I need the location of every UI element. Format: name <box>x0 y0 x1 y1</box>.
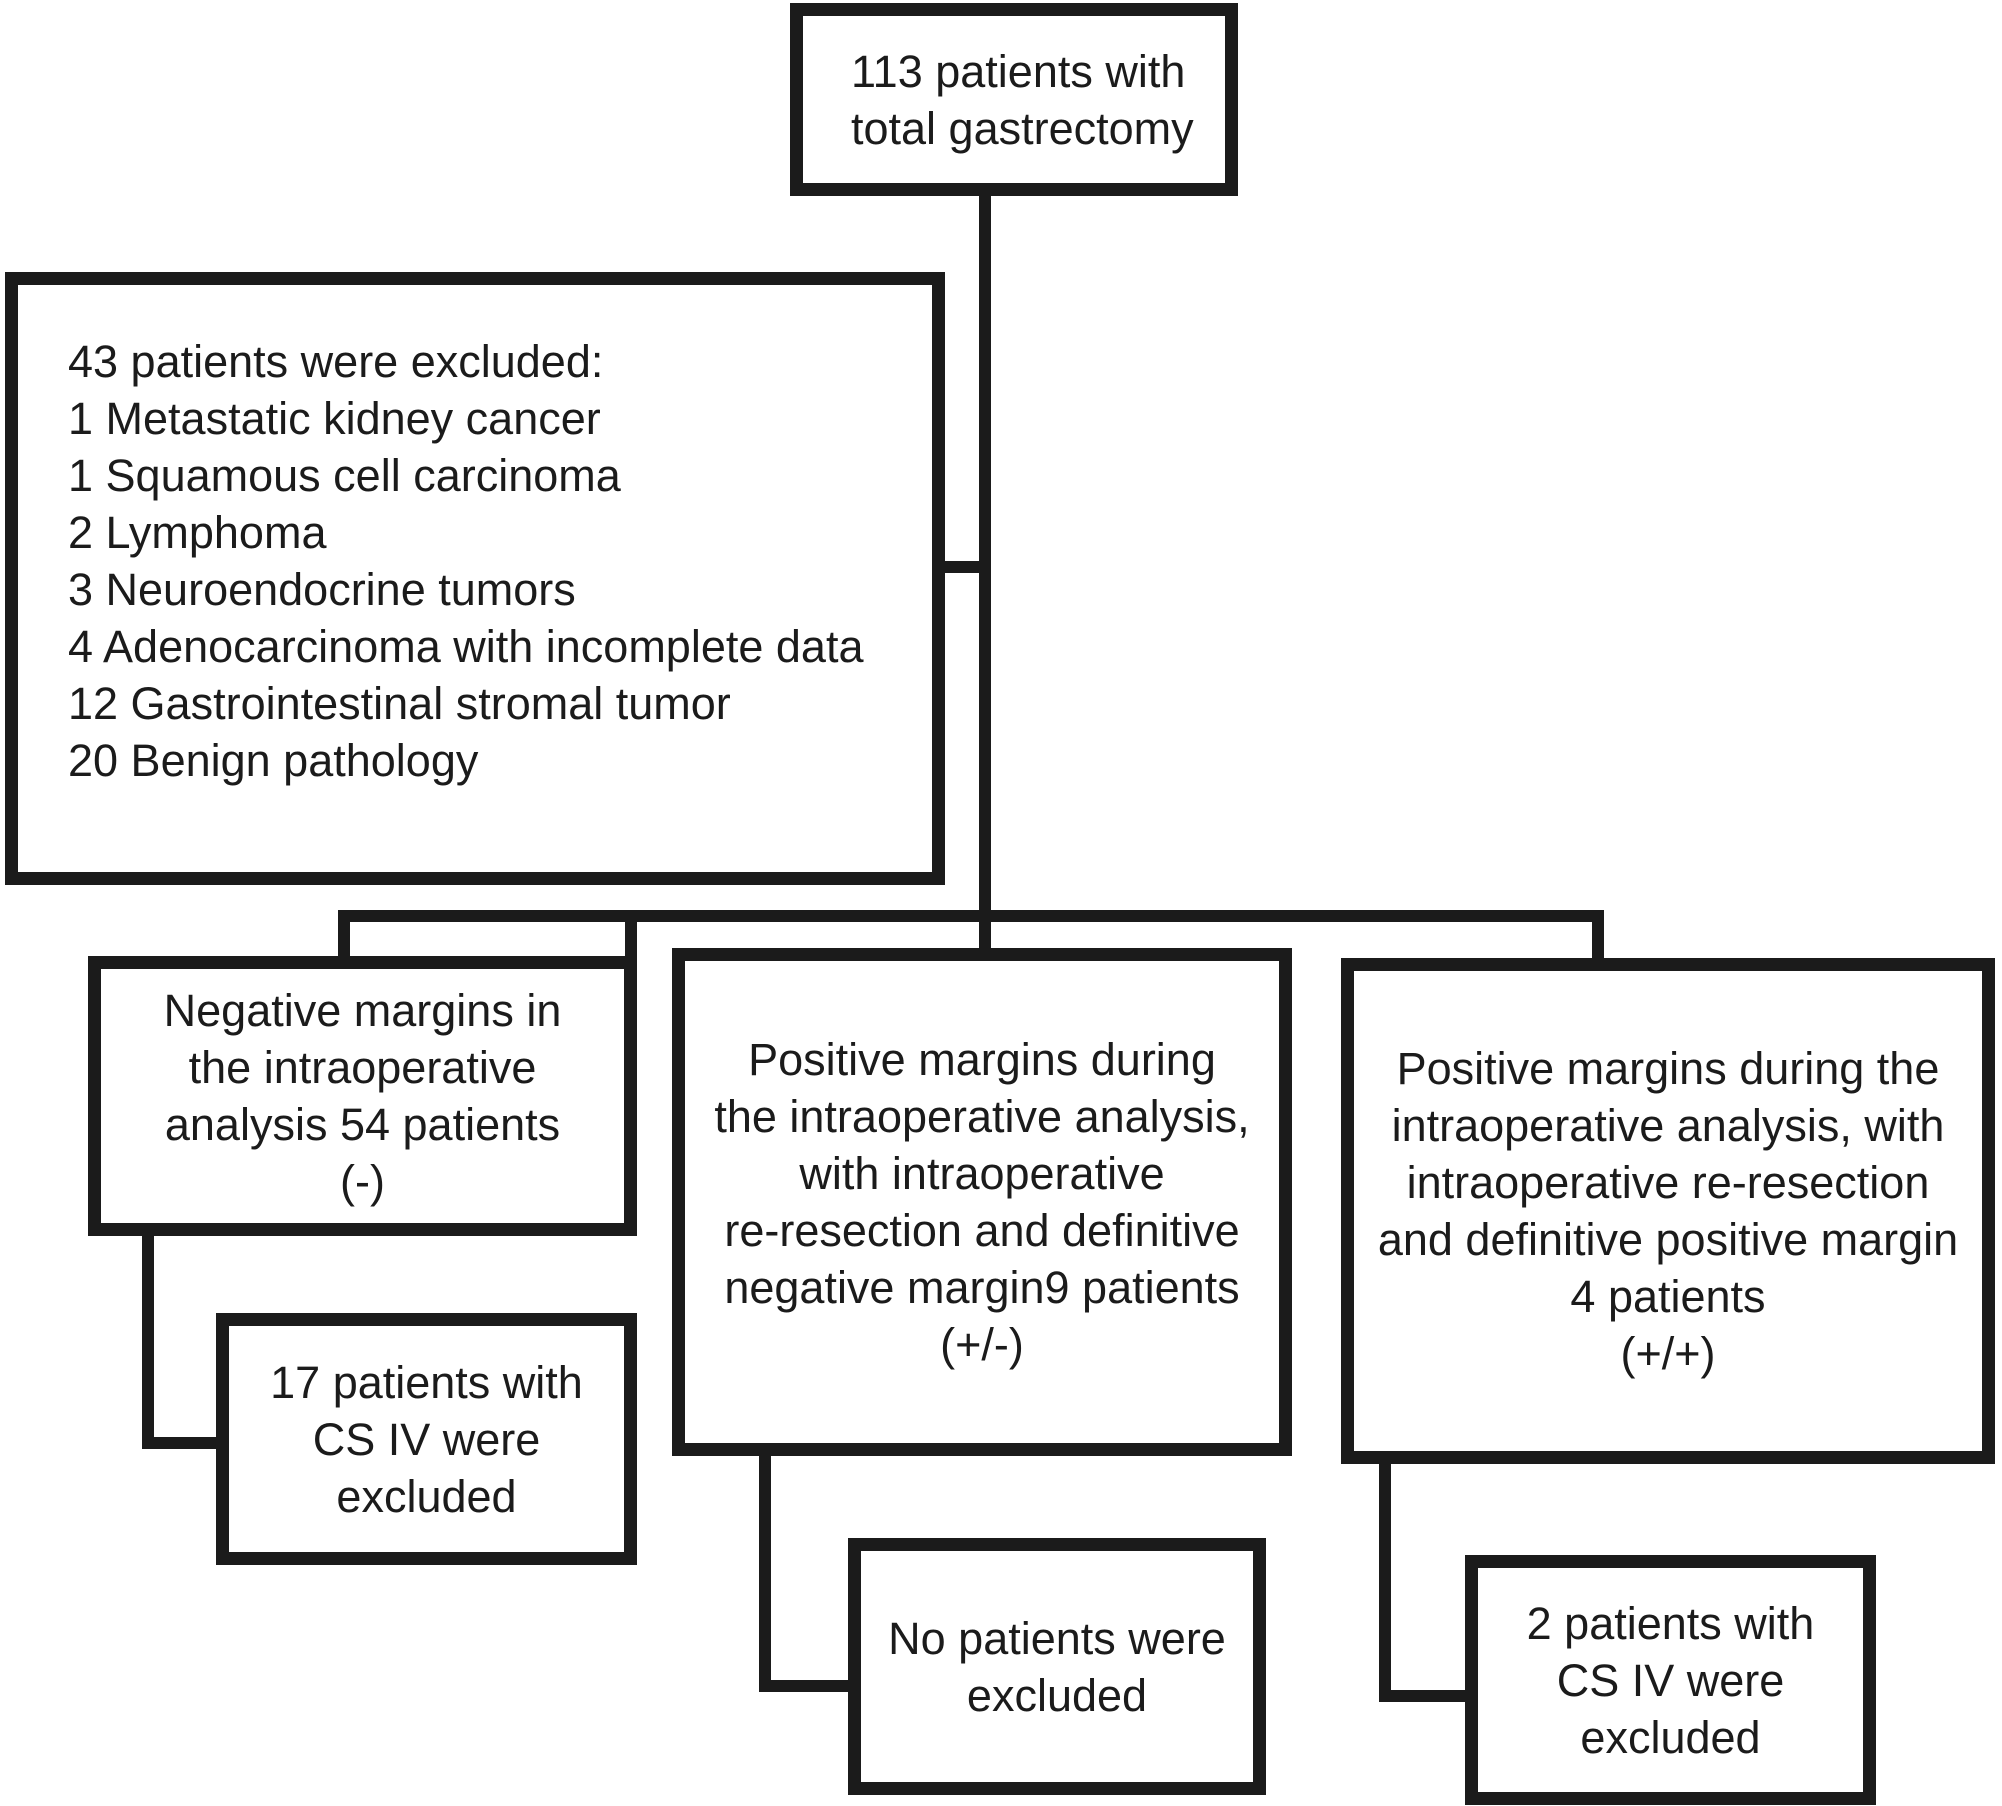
connector-right-sub-horizontal <box>1379 1690 1478 1702</box>
node-total-gastrectomy: 113 patients with total gastrectomy <box>790 3 1238 196</box>
connector-stub-left-inner <box>625 910 637 962</box>
connector-middle-sub-vertical <box>759 1446 771 1692</box>
connector-middle-sub-horizontal <box>759 1680 861 1692</box>
node-positive-margins-positive: Positive margins during the intraoperati… <box>1341 958 1995 1464</box>
node-negative-margins-label: Negative margins in the intraoperative a… <box>163 985 562 1207</box>
node-excluded-cs4-negative: 17 patients with CS IV were excluded <box>216 1313 637 1565</box>
node-positive-margins-renegative: Positive margins during the intraoperati… <box>672 948 1292 1456</box>
connector-stub-left <box>338 910 350 966</box>
node-excluded-list: 43 patients were excluded: 1 Metastatic … <box>5 272 945 885</box>
node-positive-margins-renegative-label: Positive margins during the intraoperati… <box>714 1034 1250 1370</box>
connector-excluded-stub <box>945 561 991 573</box>
connector-branch-horizontal <box>338 910 1604 922</box>
node-excluded-cs4-positive: 2 patients with CS IV were excluded <box>1465 1555 1876 1805</box>
node-excluded-none-label: No patients were excluded <box>888 1612 1226 1721</box>
node-excluded-list-label: 43 patients were excluded: 1 Metastatic … <box>68 336 864 786</box>
node-total-gastrectomy-label: 113 patients with total gastrectomy <box>851 45 1194 154</box>
node-excluded-cs4-negative-label: 17 patients with CS IV were excluded <box>270 1356 583 1522</box>
connector-negative-sub-horizontal <box>142 1437 229 1449</box>
node-positive-margins-positive-label: Positive margins during the intraoperati… <box>1377 1043 1959 1379</box>
node-negative-margins: Negative margins in the intraoperative a… <box>88 956 637 1236</box>
node-excluded-cs4-positive-label: 2 patients with CS IV were excluded <box>1526 1597 1815 1763</box>
connector-stub-right <box>1592 910 1604 970</box>
node-excluded-none: No patients were excluded <box>848 1538 1266 1795</box>
connector-right-sub-vertical <box>1379 1455 1391 1702</box>
connector-negative-sub-vertical <box>142 1225 154 1449</box>
connector-trunk-vertical <box>979 196 991 954</box>
